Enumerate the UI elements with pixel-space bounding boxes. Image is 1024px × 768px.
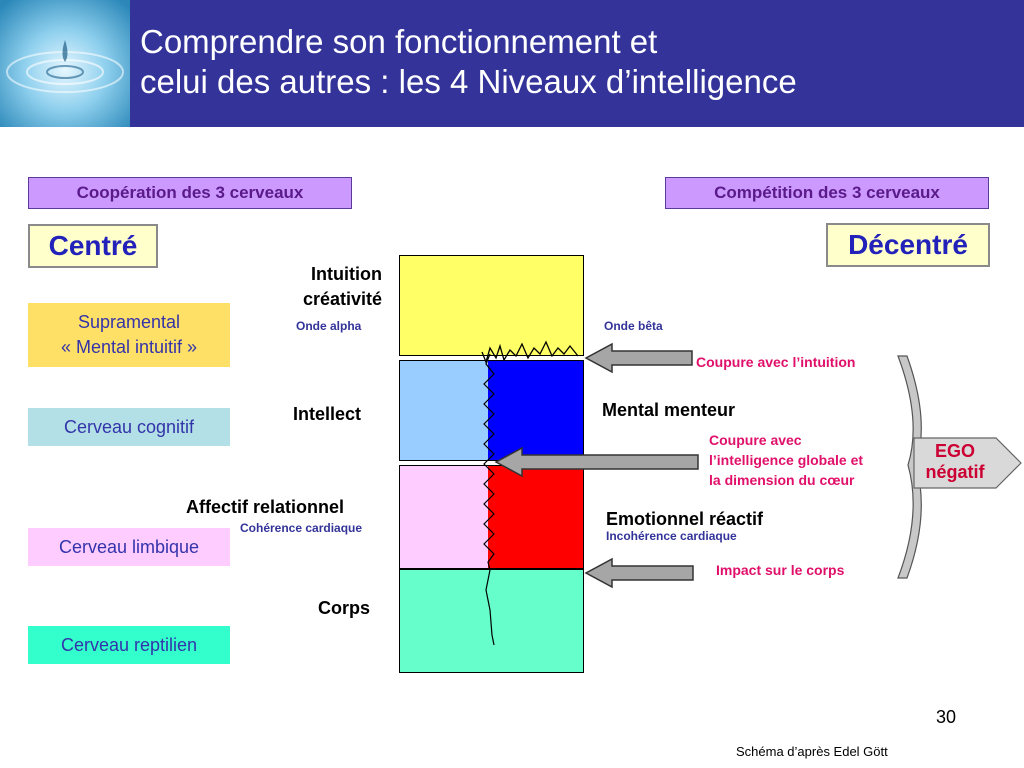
cerveau-cognitif-box: Cerveau cognitif <box>28 408 230 446</box>
blue-block-intellect <box>399 360 584 461</box>
arrow-coupure-globale <box>494 446 699 478</box>
affectif-relationnel-label: Affectif relationnel <box>186 497 345 517</box>
title-line-1: Comprendre son fonctionnement et <box>140 23 658 60</box>
light-blue-half <box>400 361 488 460</box>
water-drop-logo <box>0 0 130 127</box>
onde-alpha-label: Onde alpha <box>296 319 362 333</box>
coupure-globale-line-3: la dimension du cœur <box>709 472 855 488</box>
yellow-block-intuition <box>399 255 584 356</box>
corps-label: Corps <box>318 598 371 618</box>
cerveau-reptilien-box: Cerveau reptilien <box>28 626 230 664</box>
cooperation-box: Coopération des 3 cerveaux <box>28 177 352 209</box>
title-bar <box>0 0 1024 127</box>
onde-beta-label: Onde bêta <box>604 319 663 333</box>
ego-line-2: négatif <box>925 462 985 482</box>
coupure-intuition-label: Coupure avec l’intuition <box>696 354 856 370</box>
competition-box: Compétition des 3 cerveaux <box>665 177 989 209</box>
cerveau-limbique-box: Cerveau limbique <box>28 528 230 566</box>
supramental-line-2: « Mental intuitif » <box>60 337 198 357</box>
arrow-impact-corps <box>584 557 694 589</box>
light-pink-half <box>400 466 488 568</box>
supramental-box: Supramental « Mental intuitif » <box>28 303 230 367</box>
page-title: Comprendre son fonctionnement et celui d… <box>140 22 1010 102</box>
arrow-coupure-intuition <box>584 342 693 374</box>
ego-arrow-shape <box>913 437 1022 489</box>
dark-blue-half <box>488 361 583 460</box>
bracket-brace <box>897 355 922 579</box>
incoherence-cardiaque-label: Incohérence cardiaque <box>606 529 737 543</box>
ego-negatif-label: EGO négatif <box>914 441 996 483</box>
aqua-block-corps <box>399 569 584 673</box>
page-number: 30 <box>936 707 957 727</box>
coupure-globale-label: Coupure avec l’intelligence globale et l… <box>709 430 909 490</box>
ego-line-1: EGO <box>934 441 975 461</box>
decentre-box: Décentré <box>826 223 990 267</box>
coupure-globale-line-2: l’intelligence globale et <box>709 452 864 468</box>
pink-block-affectif <box>399 465 584 569</box>
intuition-line-2: créativité <box>302 289 382 309</box>
credit-note: Schéma d’après Edel Gött <box>736 744 888 759</box>
coupure-globale-line-1: Coupure avec <box>709 432 802 448</box>
centre-box: Centré <box>28 224 158 268</box>
brainwave-trace <box>481 340 579 646</box>
red-half <box>488 466 583 568</box>
coherence-cardiaque-label: Cohérence cardiaque <box>240 521 363 535</box>
intellect-label: Intellect <box>293 404 362 424</box>
supramental-line-1: Supramental <box>77 312 181 332</box>
emotionnel-reactif-label: Emotionnel réactif <box>606 509 764 529</box>
impact-corps-label: Impact sur le corps <box>716 562 845 578</box>
intuition-line-1: Intuition <box>311 264 382 284</box>
mental-menteur-label: Mental menteur <box>602 400 736 420</box>
title-line-2: celui des autres : les 4 Niveaux d’intel… <box>140 63 797 100</box>
intuition-creativite-label: Intuition créativité <box>290 262 382 312</box>
